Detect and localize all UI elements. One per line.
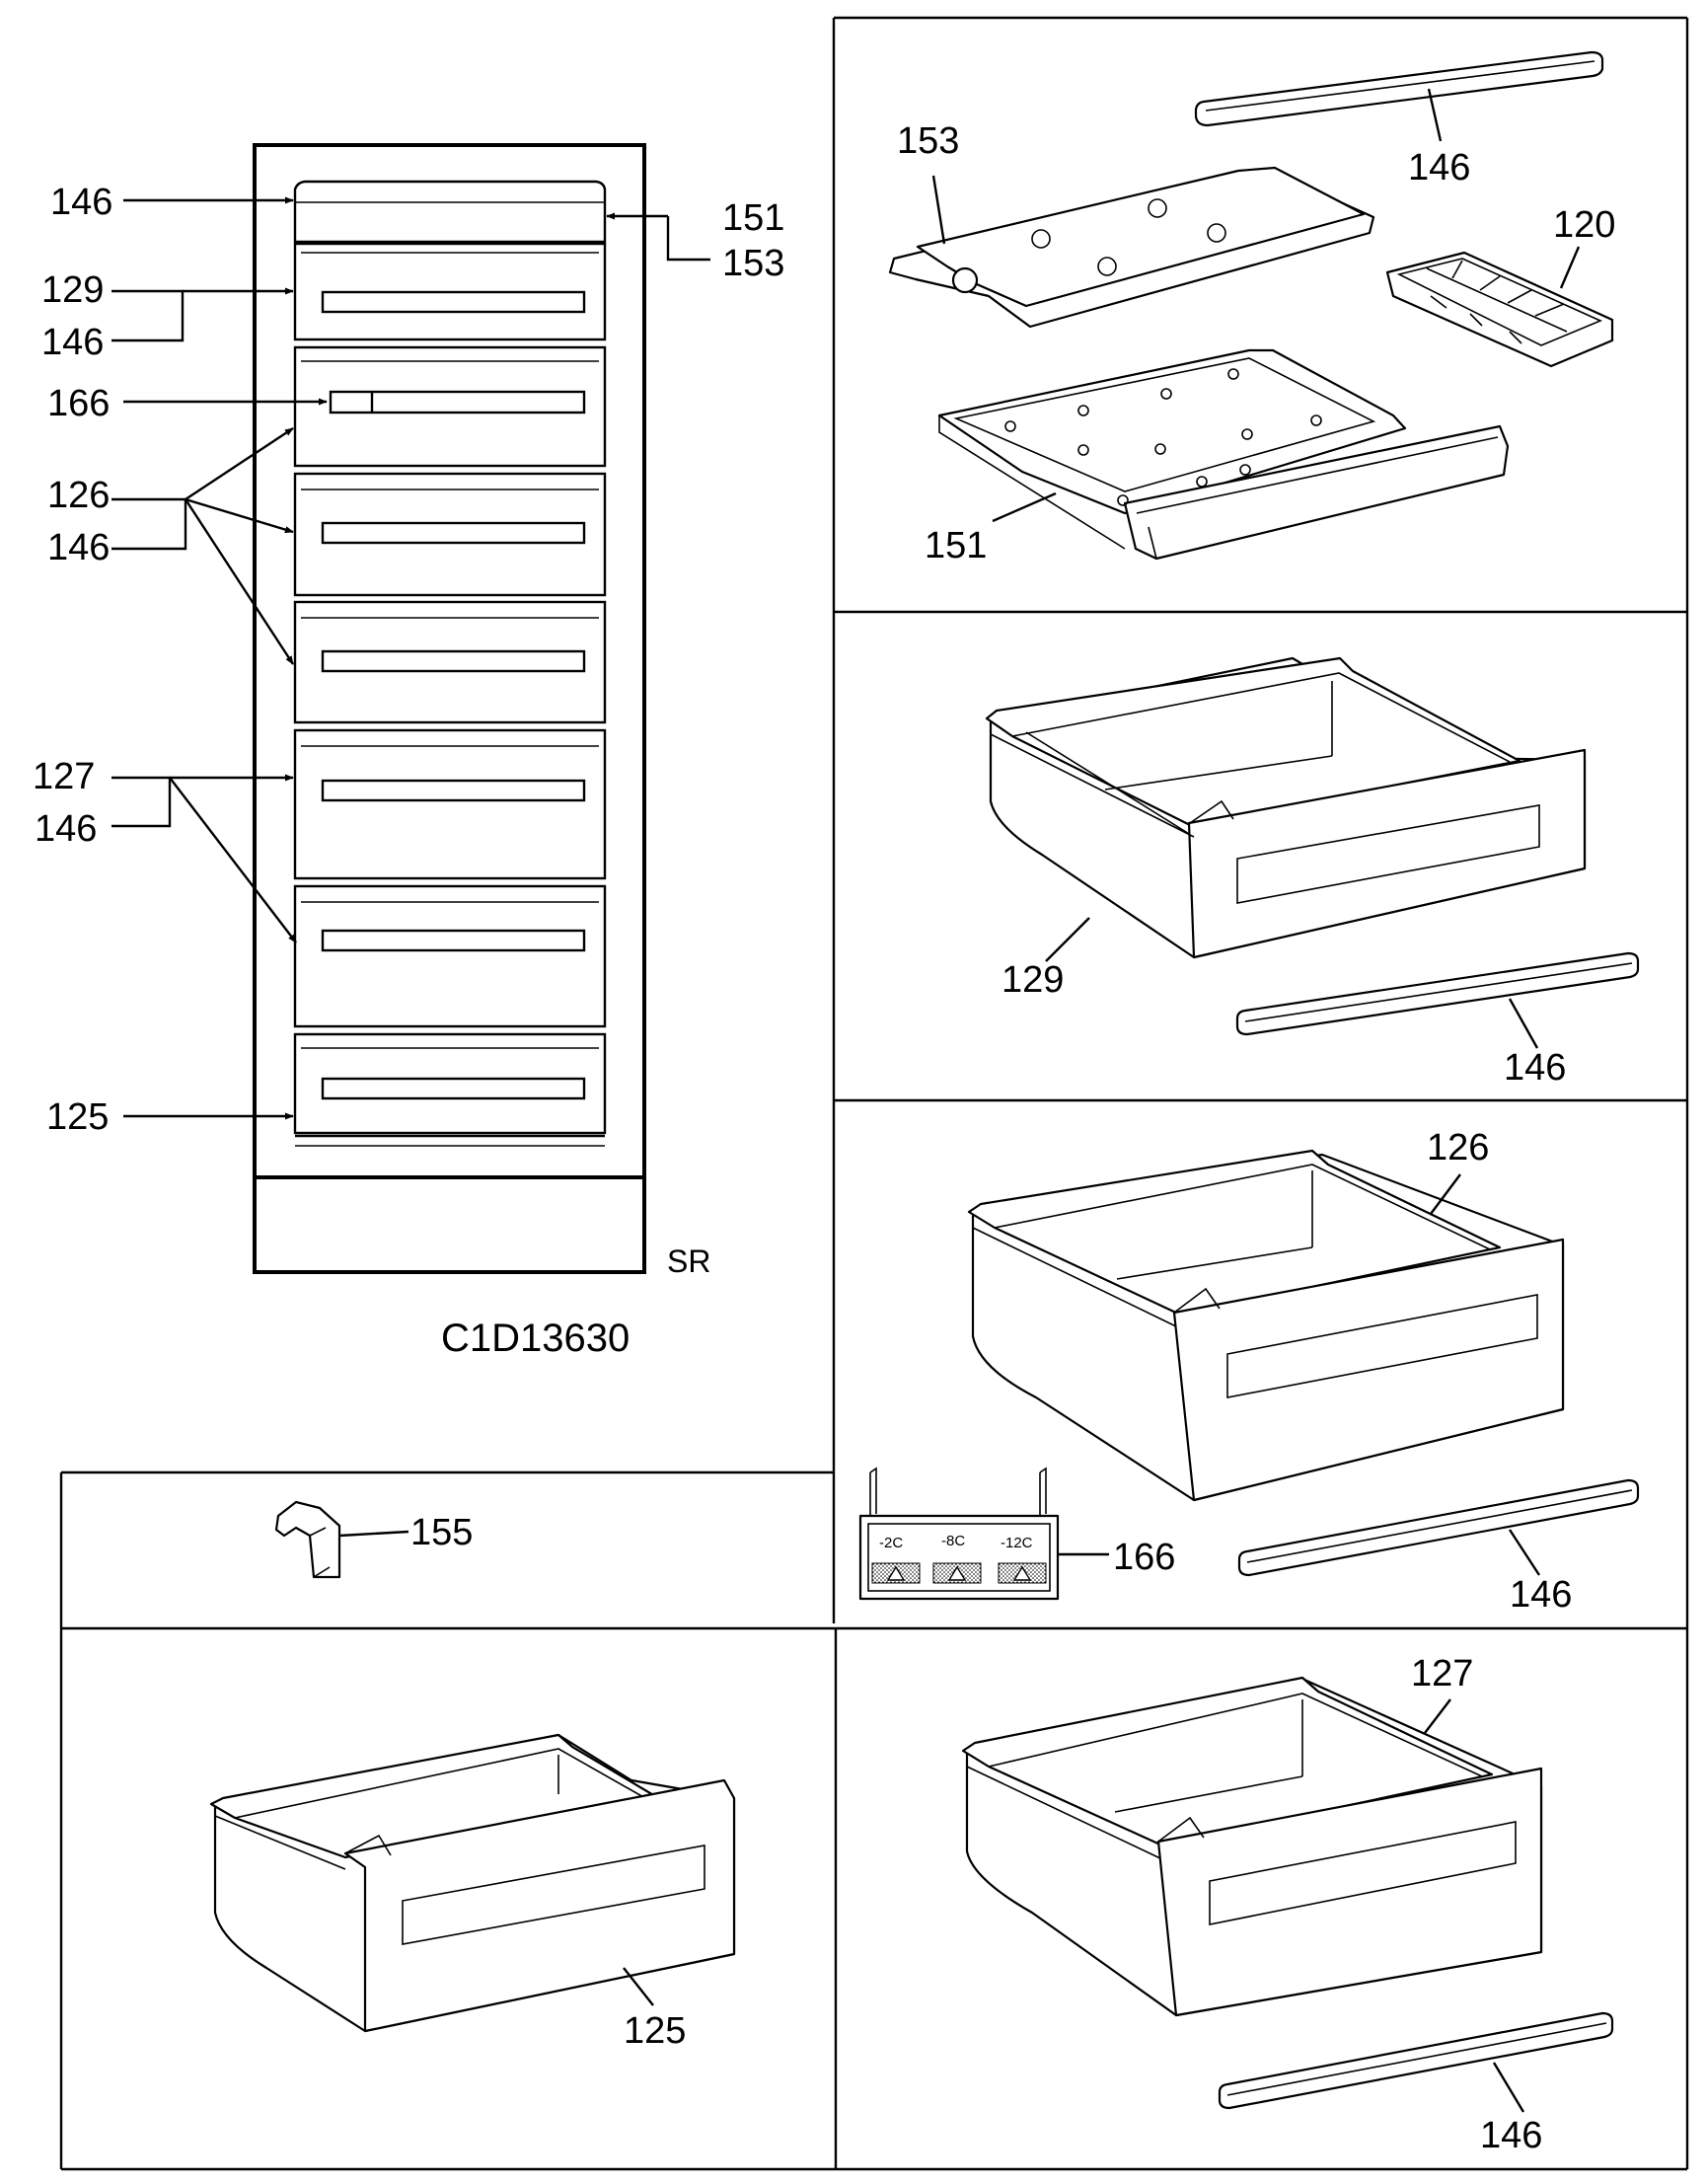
drawer-127-panel: 127 146 bbox=[961, 1653, 1614, 2156]
arrow-icon bbox=[185, 426, 294, 501]
rail-146 bbox=[1235, 951, 1640, 1036]
callout-166: 166 bbox=[1113, 1537, 1175, 1578]
panel-frames bbox=[59, 16, 1689, 2171]
cabinet-drawer-166 bbox=[293, 345, 607, 468]
callout-129: 129 bbox=[41, 269, 104, 311]
callout-151: 151 bbox=[722, 197, 784, 239]
drawing-code: C1D13630 bbox=[441, 1317, 630, 1360]
cabinet-drawer-125 bbox=[293, 1032, 607, 1135]
arrow-icon bbox=[184, 498, 295, 665]
callout-155: 155 bbox=[410, 1512, 473, 1553]
tray-151 bbox=[937, 348, 1510, 561]
callout-127: 127 bbox=[33, 756, 95, 797]
drawer-129-panel: 129 146 bbox=[985, 656, 1640, 1089]
freezer-cabinet bbox=[253, 143, 646, 1274]
callout-166: 166 bbox=[47, 383, 110, 424]
callout-146: 146 bbox=[1504, 1047, 1566, 1089]
callout-146: 146 bbox=[47, 527, 110, 568]
callout-126: 126 bbox=[47, 475, 110, 516]
callout-146: 146 bbox=[50, 182, 112, 223]
drawer-127 bbox=[961, 1676, 1543, 2017]
drawer-125-panel: 125 bbox=[209, 1733, 736, 2052]
rail-146 bbox=[1237, 1478, 1640, 1577]
arrow-icon bbox=[185, 497, 294, 534]
rail-146 bbox=[1194, 50, 1604, 127]
callout-153: 153 bbox=[897, 120, 959, 162]
cabinet-drawer-127a bbox=[293, 728, 607, 880]
callout-151: 151 bbox=[925, 525, 987, 566]
callout-125: 125 bbox=[624, 2010, 686, 2052]
cabinet-drawer-127b bbox=[293, 884, 607, 1028]
clip-155 bbox=[274, 1500, 341, 1579]
callout-153: 153 bbox=[722, 243, 784, 284]
callout-129: 129 bbox=[1001, 959, 1064, 1001]
callout-146: 146 bbox=[41, 322, 104, 363]
callout-125: 125 bbox=[46, 1096, 109, 1138]
variant-mark: SR bbox=[667, 1243, 710, 1279]
arrow-icon bbox=[169, 777, 297, 943]
cabinet-drawer-129 bbox=[293, 242, 607, 341]
rail-146 bbox=[1218, 2011, 1614, 2110]
temp-label: -8C bbox=[941, 1533, 965, 1549]
temp-label: -12C bbox=[1001, 1535, 1033, 1551]
tray-panel: 146 153 120 bbox=[888, 50, 1615, 566]
callout-146: 146 bbox=[1510, 1574, 1572, 1616]
tray-153 bbox=[888, 166, 1375, 329]
drawer-125 bbox=[209, 1733, 736, 2033]
cabinet-drawer-126b bbox=[293, 600, 607, 724]
cabinet-callouts: 146 151 153 129 146 166 126 146 127 146 … bbox=[33, 182, 784, 1360]
clip-panel: 155 bbox=[274, 1500, 473, 1579]
callout-146: 146 bbox=[1408, 147, 1470, 188]
ice-tray-120 bbox=[1385, 251, 1614, 368]
cabinet-drawer-126a bbox=[293, 472, 607, 597]
callout-127: 127 bbox=[1411, 1653, 1473, 1694]
callout-146: 146 bbox=[1480, 2115, 1542, 2156]
temp-label: -2C bbox=[879, 1535, 903, 1551]
drawer-129 bbox=[985, 656, 1587, 959]
temperature-indicator-166: -2C -8C -12C bbox=[858, 1467, 1060, 1601]
drawer-126-panel: 126 146 -2C -8C -12C 166 bbox=[858, 1127, 1640, 1616]
drawer-126 bbox=[967, 1149, 1565, 1502]
callout-146: 146 bbox=[35, 808, 97, 850]
callout-120: 120 bbox=[1553, 204, 1615, 246]
callout-126: 126 bbox=[1427, 1127, 1489, 1168]
cabinet-tray-151 bbox=[293, 180, 607, 244]
